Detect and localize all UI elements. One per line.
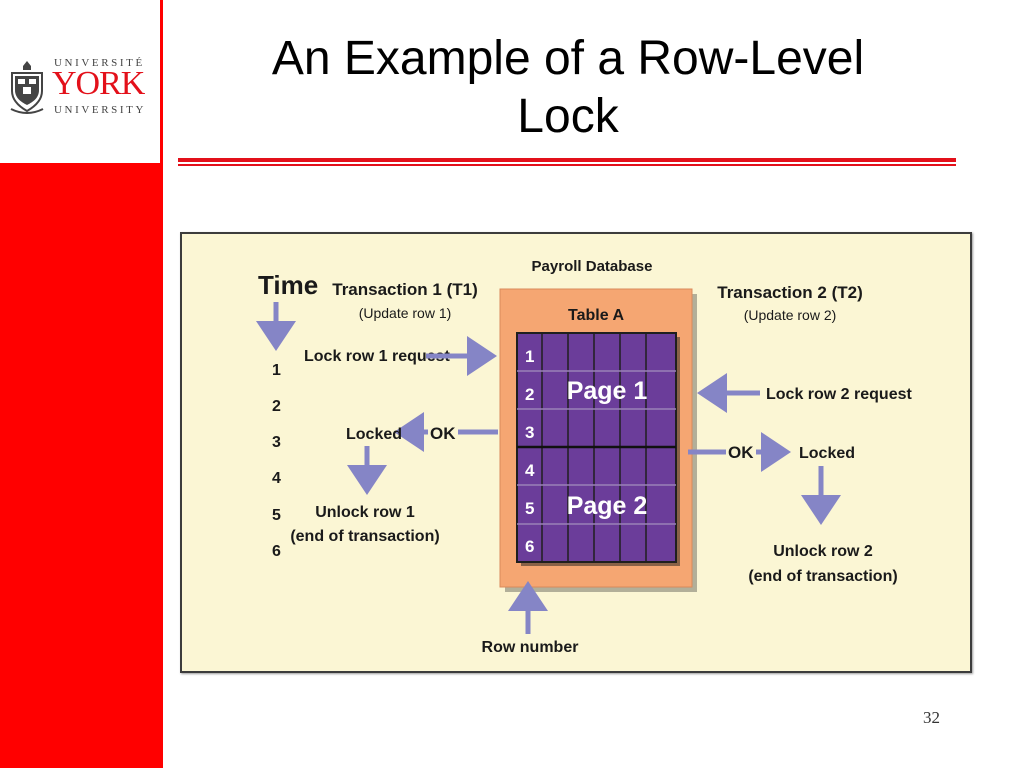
t2-title: Transaction 2 (T2) <box>717 283 862 302</box>
title-underline <box>178 158 956 162</box>
time-step: 2 <box>272 398 281 415</box>
t1-unlock-line-1: Unlock row 1 <box>315 504 415 521</box>
diagram-canvas: Time 1 2 3 4 5 6 Transaction 1 (T1) (Upd… <box>256 258 912 656</box>
logo-divider <box>160 0 163 163</box>
logo-text-bottom: UNIVERSITY <box>54 104 146 116</box>
t1-title: Transaction 1 (T1) <box>332 280 477 299</box>
time-steps: 1 2 3 4 5 6 <box>272 362 281 560</box>
time-step: 6 <box>272 543 281 560</box>
table-a-label: Table A <box>568 307 624 324</box>
slide-title-line-1: An Example of a Row-Level <box>271 32 865 85</box>
time-step: 5 <box>272 507 281 524</box>
t1-subtitle: (Update row 1) <box>359 305 452 321</box>
t1-lock-request: Lock row 1 request <box>304 348 450 365</box>
logo-text-main: YORK <box>52 65 145 102</box>
page-2-label: Page 2 <box>567 492 648 520</box>
row-number: 5 <box>525 499 534 518</box>
logo-text-top: UNIVERSITÉ <box>54 57 145 69</box>
row-number: 3 <box>525 423 534 442</box>
time-step: 4 <box>272 470 281 487</box>
time-label: Time <box>258 270 318 300</box>
t1-locked: Locked <box>346 426 402 443</box>
row-number: 1 <box>525 347 534 366</box>
york-crest-icon <box>10 61 44 114</box>
row-number: 2 <box>525 385 534 404</box>
database-label: Payroll Database <box>532 258 653 275</box>
t2-unlock-line-1: Unlock row 2 <box>773 543 873 560</box>
time-step: 1 <box>272 362 281 379</box>
red-sidebar-band <box>0 163 163 768</box>
row-number: 4 <box>525 461 535 480</box>
slide-title: An Example of a Row-Level Lock <box>180 30 956 146</box>
t1-ok: OK <box>430 424 456 443</box>
title-underline-thin <box>178 164 956 166</box>
slide-title-line-2: Lock <box>517 90 619 143</box>
grid-lines <box>517 333 676 562</box>
york-university-logo: UNIVERSITÉ YORK UNIVERSITY <box>6 55 156 125</box>
row-number-label: Row number <box>482 639 579 656</box>
row-number: 6 <box>525 537 534 556</box>
t2-subtitle: (Update row 2) <box>744 307 837 323</box>
t2-lock-request: Lock row 2 request <box>766 386 912 403</box>
t2-ok: OK <box>728 443 754 462</box>
time-step: 3 <box>272 434 281 451</box>
t2-locked: Locked <box>799 445 855 462</box>
t1-unlock-line-2: (end of transaction) <box>290 528 439 545</box>
row-level-lock-diagram: Time 1 2 3 4 5 6 Transaction 1 (T1) (Upd… <box>180 232 972 673</box>
row-numbers: 1 2 3 4 5 6 <box>525 347 535 556</box>
slide-page-number: 32 <box>923 708 940 727</box>
page-1-label: Page 1 <box>567 377 648 405</box>
t2-unlock-line-2: (end of transaction) <box>748 568 897 585</box>
